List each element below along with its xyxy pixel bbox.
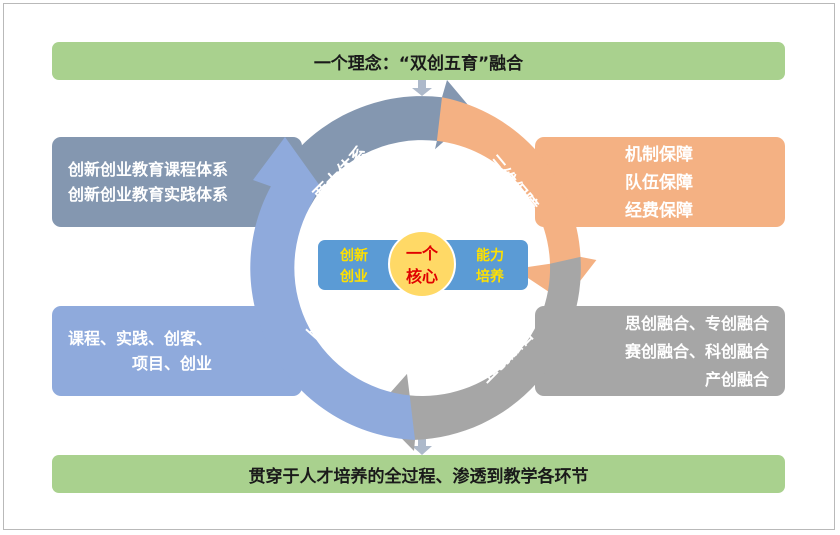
box-five-incubation-line-2: 项目、创业 <box>132 354 213 373</box>
box-three-guarantees: 机制保障 队伍保障 经费保障 <box>535 137 785 227</box>
core-text-line-1: 一个 <box>406 244 439 263</box>
box-three-guarantees-line-3: 经费保障 <box>625 201 693 221</box>
core-circle <box>388 230 456 298</box>
core-text-line-2: 核心 <box>406 267 438 286</box>
box-five-integration-line-1: 思创融合、专创融合 <box>624 314 769 333</box>
core-bar-left-line-1: 创新 <box>339 247 368 264</box>
box-five-incubation-line-1: 课程、实践、创客、 <box>68 329 213 348</box>
connector-top-arrow <box>412 80 432 96</box>
diagram-frame <box>3 3 835 530</box>
box-five-integration: 思创融合、专创融合 赛创融合、科创融合 产创融合 <box>535 306 785 396</box>
ring-segment-three-guarantees <box>436 97 597 302</box>
box-three-guarantees-line-1: 机制保障 <box>625 145 693 165</box>
ring-segment-two-systems <box>270 80 476 208</box>
top-banner-text: 一个理念：“双创五育”融合 <box>313 53 524 74</box>
bottom-banner: 贯穿于人才培养的全过程、渗透到教学各环节 <box>52 455 785 493</box>
core-bar-right-line-2: 培养 <box>476 268 505 285</box>
ring-segment-five-integration <box>374 256 581 451</box>
box-two-systems-line-1: 创新创业教育课程体系 <box>68 160 229 179</box>
core-bar-left-line-2: 创业 <box>339 268 368 285</box>
bottom-banner-text: 贯穿于人才培养的全过程、渗透到教学各环节 <box>248 466 589 487</box>
box-two-systems-line-2: 创新创业教育实践体系 <box>68 185 229 204</box>
box-five-integration-line-3: 产创融合 <box>704 370 769 389</box>
box-three-guarantees-line-2: 队伍保障 <box>625 173 693 193</box>
ring-segment-five-incubation <box>250 137 415 440</box>
box-five-integration-line-2: 赛创融合、科创融合 <box>624 342 769 361</box>
top-banner: 一个理念：“双创五育”融合 <box>52 42 785 80</box>
core-bar-right-line-1: 能力 <box>476 247 504 264</box>
